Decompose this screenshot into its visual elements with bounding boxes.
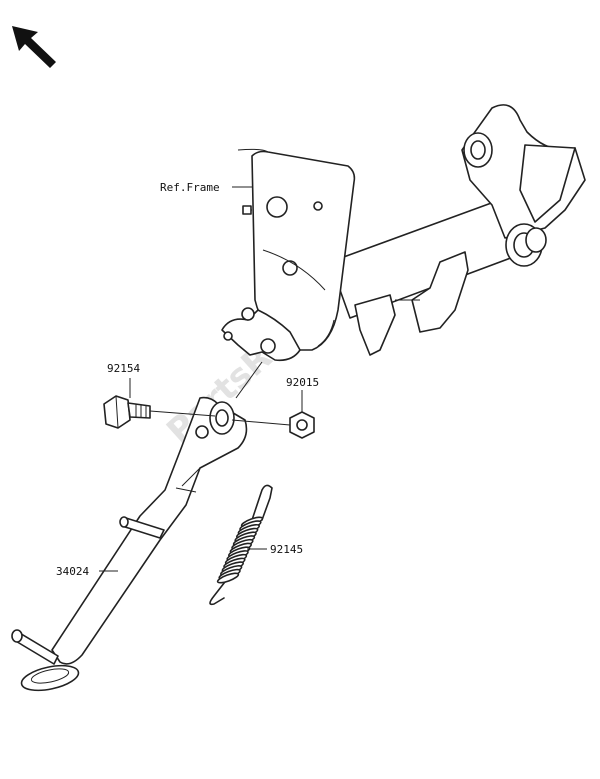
- spring-coil: [216, 572, 240, 584]
- stand-spring-post: [195, 425, 209, 439]
- pivot-bolt: [103, 395, 151, 429]
- frame-tab: [354, 294, 396, 356]
- label-spring: 92145: [270, 543, 303, 556]
- spring-bottom-hook: [209, 577, 229, 606]
- frame-stand-mount: [221, 309, 301, 362]
- leader-pivot-axis: [235, 361, 263, 399]
- leader-nut-axis: [231, 419, 291, 426]
- frame-lower-bracket: [411, 251, 469, 333]
- frame-right-boss-inner: [525, 227, 547, 253]
- label-bolt: 92154: [107, 362, 140, 375]
- spring-top-hook: [251, 484, 273, 521]
- label-nut: 92015: [286, 376, 319, 389]
- pivot-nut: [289, 411, 315, 439]
- label-stand: 34024: [56, 565, 89, 578]
- leader-lines: [99, 186, 303, 572]
- frame-plate-hole-large: [266, 196, 288, 218]
- arrow-up-left-icon: [12, 26, 56, 68]
- label-ref-frame: Ref.Frame: [160, 181, 220, 194]
- side-stand: [11, 396, 248, 692]
- frame-assembly: [221, 104, 586, 362]
- stand-foot: [20, 664, 80, 692]
- part-labels: Ref.Frame 92154 92015 92145 34024: [56, 181, 319, 578]
- leader-bolt-axis: [149, 410, 216, 417]
- stand-spring: [209, 484, 273, 606]
- frame-right-gusset: [519, 144, 576, 223]
